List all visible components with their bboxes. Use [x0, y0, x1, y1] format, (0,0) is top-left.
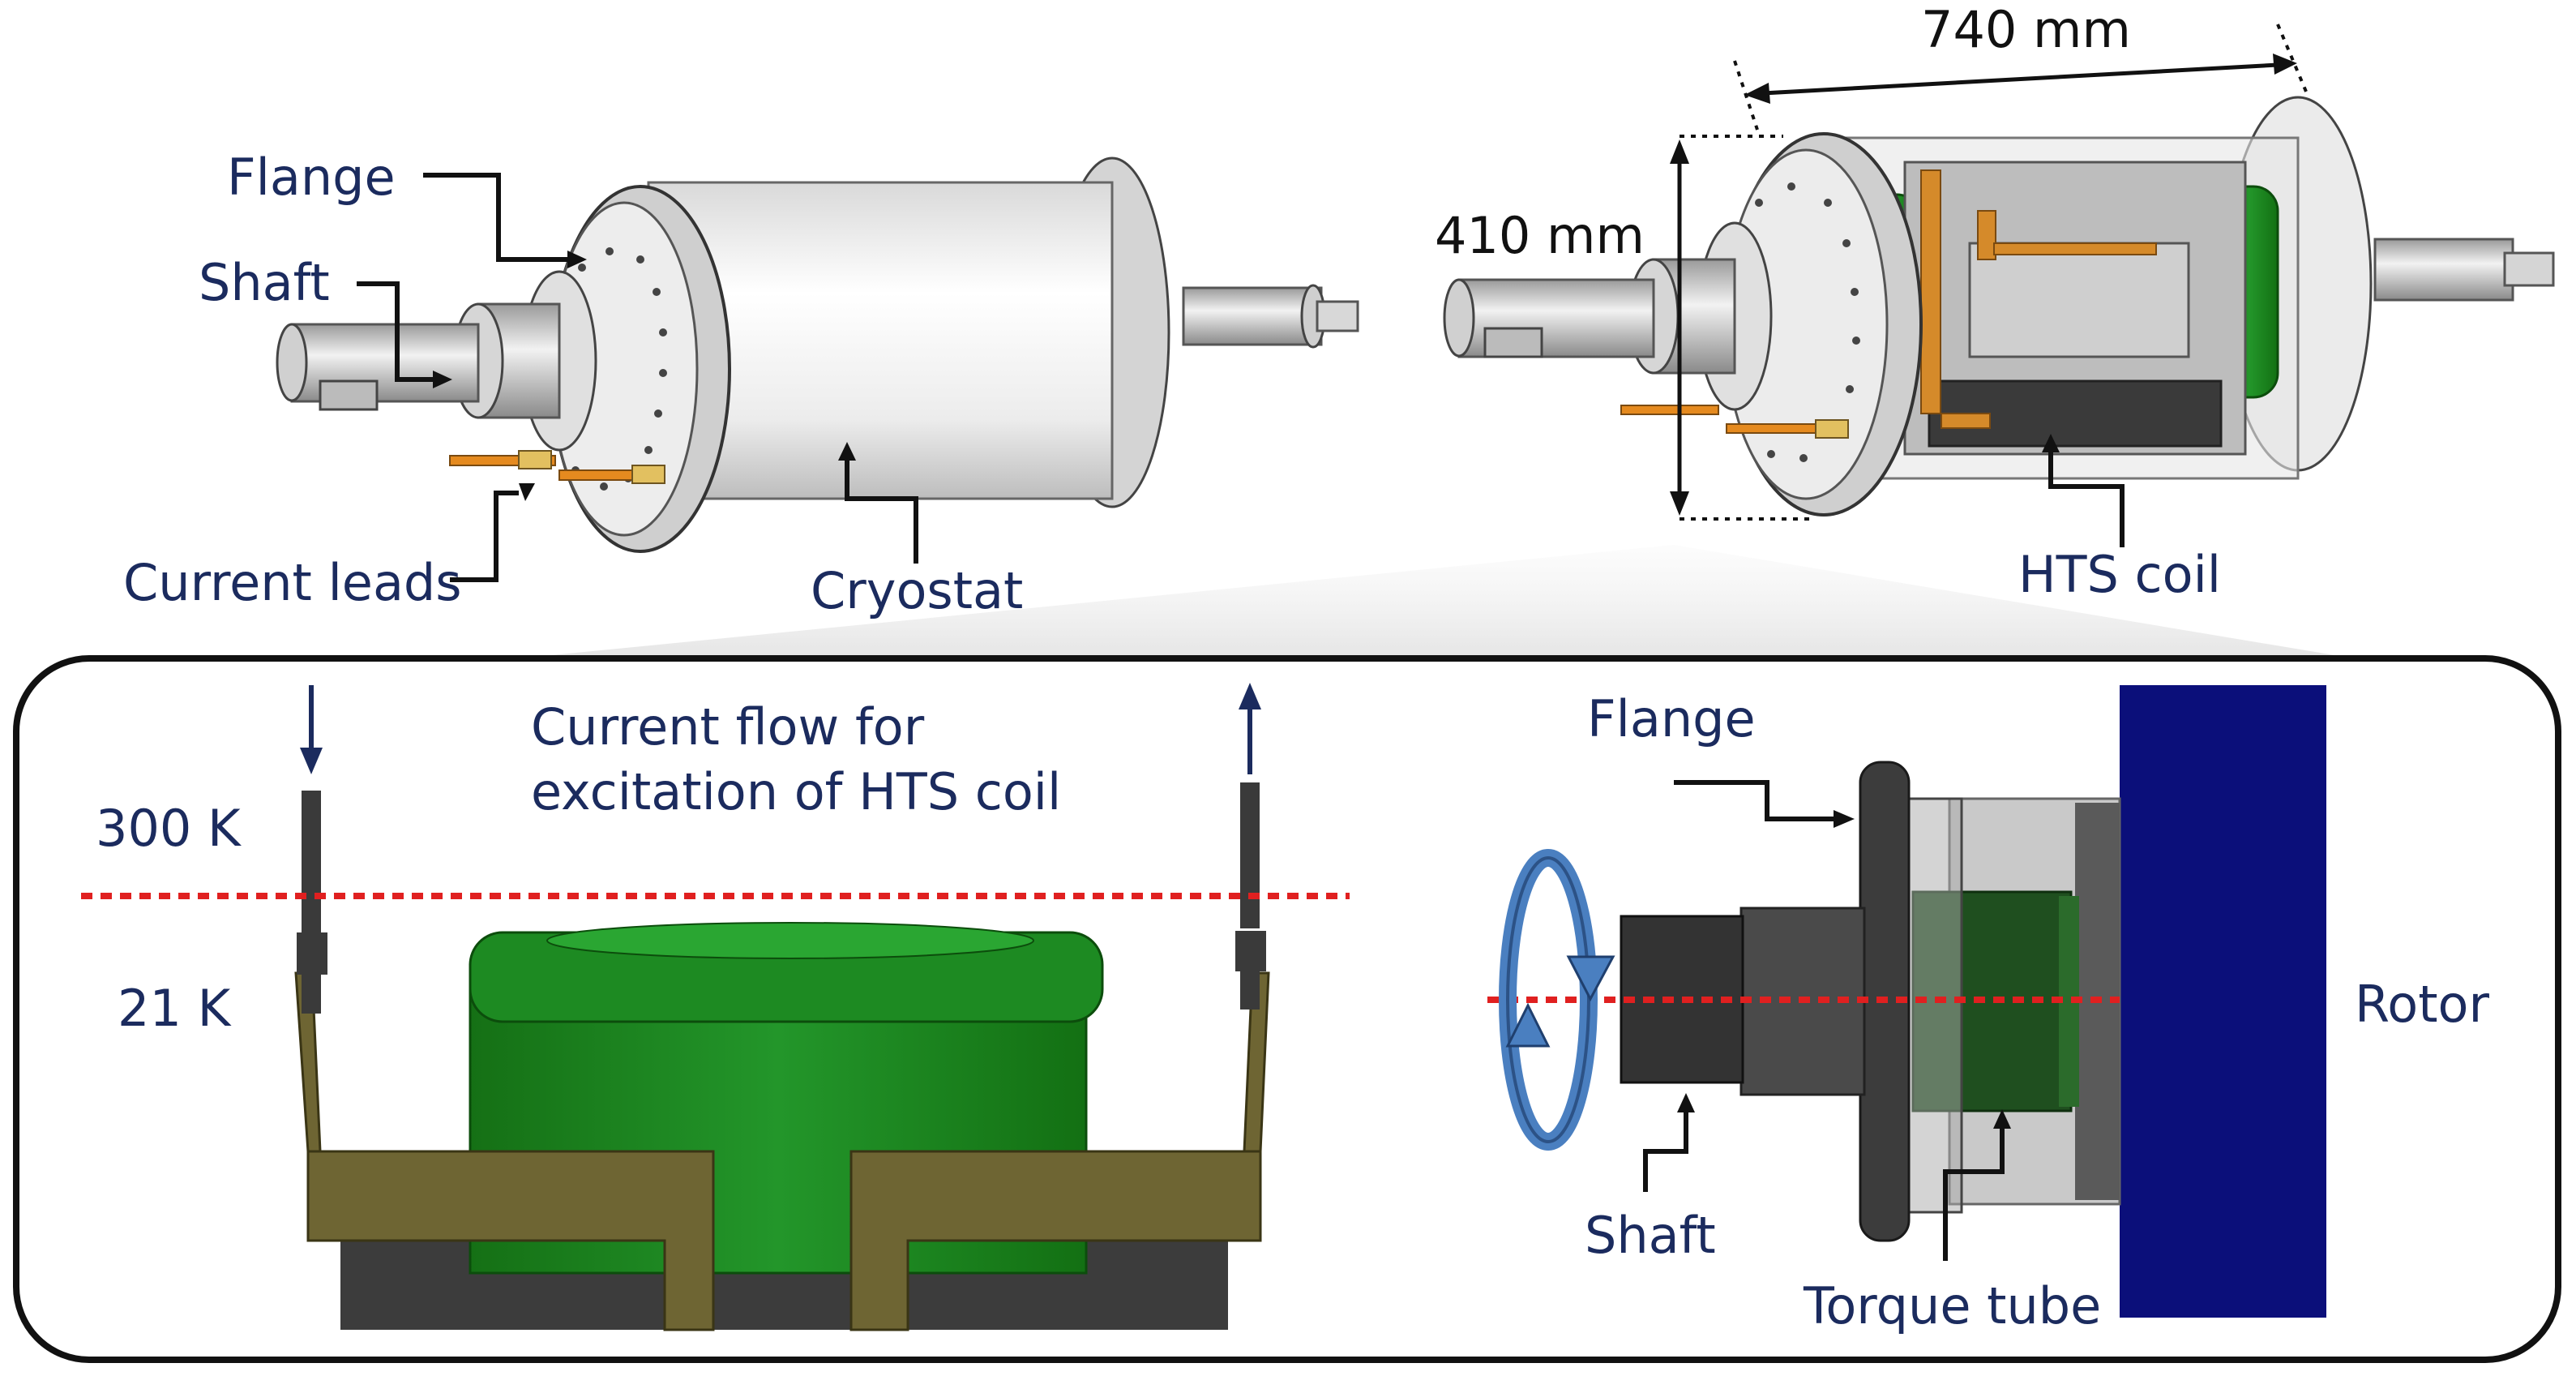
cryostat-label: Cryostat	[811, 561, 1023, 620]
current-leads-leader	[450, 491, 519, 582]
right-shaft	[1182, 286, 1323, 346]
shaft-detail-label: Shaft	[1585, 1206, 1716, 1265]
shaft-leader	[357, 281, 438, 382]
cryostat-leader	[845, 458, 918, 564]
torque-tube-label: Torque tube	[1803, 1276, 2101, 1335]
flange-detail-leader	[1674, 780, 1836, 821]
hts-coil-label: HTS coil	[2018, 545, 2221, 604]
torque-tube-detail: Flange Shaft Torque tube Rotor	[1487, 685, 2489, 1335]
zoom-indicator	[551, 545, 2334, 655]
flange-label: Flange	[227, 148, 396, 207]
flange-detail-label: Flange	[1587, 689, 1756, 748]
rotor-cutaway-view: 740 mm 410 mm HTS coil	[1435, 0, 2555, 604]
temperature-warm-label: 300 K	[96, 799, 242, 858]
current-in-arrow-icon	[300, 685, 323, 774]
current-flow-title-line2: excitation of HTS coil	[531, 762, 1061, 821]
rotor-label: Rotor	[2355, 975, 2489, 1034]
rotor-exterior-view: Flange Shaft Current leads Cryostat	[123, 148, 1359, 620]
current-flow-title-line1: Current flow for	[531, 697, 925, 757]
flange-leader	[423, 173, 571, 262]
current-leads-label: Current leads	[123, 553, 462, 612]
diameter-dimension-label: 410 mm	[1435, 206, 1645, 265]
diameter-dimension	[1670, 135, 1812, 521]
rotation-arrow-icon	[1499, 849, 1615, 1151]
shaft-key	[319, 379, 379, 411]
shaft-label: Shaft	[199, 253, 330, 312]
current-out-arrow-icon	[1239, 683, 1261, 774]
rotor-block	[2120, 685, 2326, 1318]
hts-coil-leader	[2048, 450, 2125, 547]
torque-tube-leader	[1943, 1127, 2005, 1261]
length-dimension-label: 740 mm	[1921, 0, 2131, 59]
current-lead-detail: Current flow for excitation of HTS coil …	[81, 683, 1350, 1331]
shaft-detail-leader	[1643, 1111, 1688, 1192]
brass-lead-frame	[294, 971, 1270, 1331]
temperature-cold-label: 21 K	[118, 979, 232, 1038]
length-dimension	[1733, 24, 2310, 131]
current-leads	[449, 450, 665, 484]
current-lead-bars	[1920, 169, 2157, 429]
